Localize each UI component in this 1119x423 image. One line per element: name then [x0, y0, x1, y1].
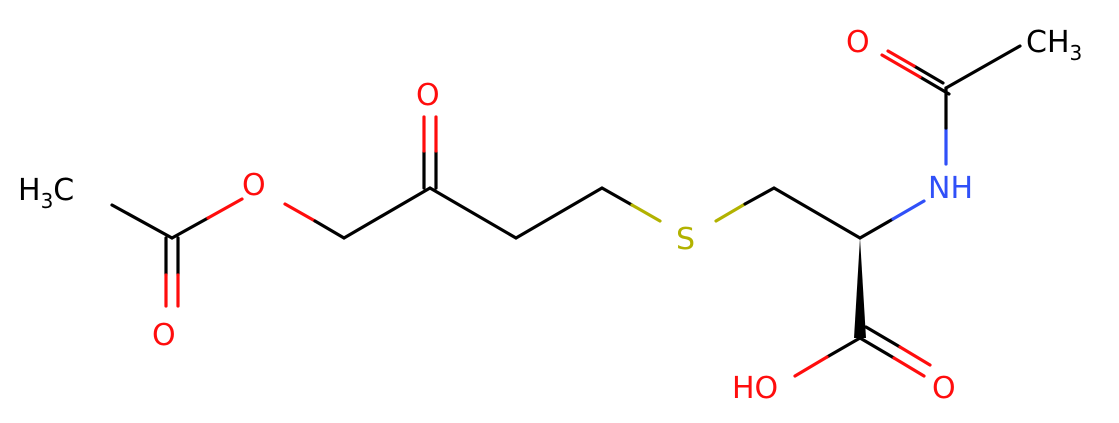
atom-amide-nitrogen: NH	[928, 171, 973, 206]
atom-labels: H3C O O O S NH O CH3 HO O	[18, 25, 1082, 406]
atom-ester-carbonyl-oxygen: O	[152, 318, 176, 353]
atom-methyl-left: H3C	[18, 173, 74, 213]
bond-acid-oh-a	[825, 336, 862, 359]
bond-acid-double-1b	[892, 356, 926, 378]
bond-s-ch2-b	[743, 186, 776, 206]
bond-estero-ch2-a	[283, 202, 317, 223]
stereo-wedge-bond	[854, 238, 866, 338]
bond-amide-double-1b	[886, 49, 916, 68]
bond-acid-double-2b	[898, 345, 932, 367]
bond-ch2-s-b	[630, 203, 662, 223]
bond-acid-oh-b	[793, 355, 829, 378]
bond-amide-double-1a	[912, 64, 945, 85]
bond-ch2-ch2	[514, 186, 604, 240]
bond-amide-double-2a	[918, 75, 951, 96]
bond-ch2-ketone	[342, 186, 432, 240]
bond-alpha-n-b	[891, 199, 926, 221]
bond-carbonyl-estero-b	[206, 197, 244, 220]
bonds	[110, 44, 1022, 378]
bond-carbonyl-estero-a	[170, 216, 210, 240]
bond-amide-double-2b	[880, 53, 922, 79]
atom-ester-oxygen: O	[242, 168, 266, 203]
bond-methyl-carbonyl-left	[110, 203, 174, 240]
bond-acid-double-2a	[864, 325, 902, 349]
atom-acid-carbonyl-oxygen: O	[932, 371, 956, 406]
bond-amide-methyl	[944, 44, 1022, 90]
bond-alpha-n-a	[858, 217, 895, 240]
atom-sulfur: S	[676, 222, 695, 257]
atom-acid-hydroxyl: HO	[732, 371, 778, 406]
bond-s-ch2-a	[714, 202, 747, 223]
bond-ketone-ch2	[428, 186, 518, 240]
bond-ch2-s-a	[600, 186, 634, 207]
bond-ch2-alpha	[772, 186, 862, 240]
bond-estero-ch2-b	[313, 219, 346, 240]
bond-acid-double-1a	[858, 336, 896, 360]
atom-ketone-oxygen: O	[416, 78, 440, 113]
atom-amide-oxygen: O	[846, 25, 870, 60]
atom-methyl-right: CH3	[1026, 25, 1082, 65]
